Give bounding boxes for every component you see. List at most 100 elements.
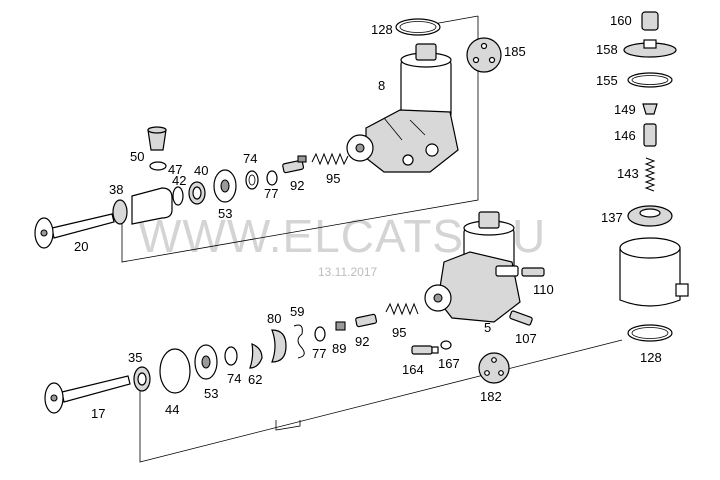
spring-95-lower [385,302,419,316]
seal-155-inner [631,75,669,85]
lower-frame-bracket [275,420,301,431]
bearing-35-inner [137,372,147,386]
seal-ring-128-lower-inner [631,327,669,339]
power-steering-pump-8 [346,43,459,173]
upper-assembly [34,15,502,263]
shaft-17-hub [50,394,58,402]
label-35: 35 [128,350,142,365]
label-38: 38 [109,182,123,197]
cap-182-hole [498,370,504,376]
drive-shaft-20 [34,213,115,249]
filter-137-center [639,208,661,218]
bearing-38 [112,199,128,225]
label-77-bottom: 77 [312,346,326,361]
ring-74 [245,170,259,190]
label-167: 167 [438,356,460,371]
rotor-53-lower-hub [201,355,211,369]
label-95-top: 95 [326,171,340,186]
pump-detail [383,117,403,141]
nut-160 [641,11,659,31]
label-185: 185 [504,44,526,59]
label-17: 17 [91,406,105,421]
label-53-top: 53 [218,206,232,221]
valve-92-tip [297,155,307,163]
label-110: 110 [533,282,554,297]
washer-47 [149,161,167,171]
rotor-53-hub [220,179,230,193]
reservoir-body [400,59,452,119]
housing-38 [131,187,173,225]
label-50: 50 [130,149,144,164]
valve-92-body [282,159,305,174]
label-182: 182 [480,389,502,404]
ring-42 [172,186,184,206]
spring-143 [644,157,656,192]
label-80: 80 [267,311,281,326]
label-42: 42 [172,173,186,188]
bolt-164 [411,345,433,355]
label-158: 158 [596,42,618,57]
reservoir-exploded [619,11,689,342]
ring-77-lower [314,326,326,342]
cap-185-hole [488,56,496,64]
label-92-top: 92 [290,178,304,193]
label-137: 137 [601,210,623,225]
bearing-40-inner [192,186,202,200]
label-149: 149 [614,102,636,117]
cap-182-hole [491,357,497,363]
cap-185-hole [480,42,488,50]
part-labels: 128 185 8 50 47 42 40 74 38 53 77 92 95 … [74,13,662,421]
drive-shaft-17 [44,375,131,414]
pump-flange-hub [355,143,365,153]
pump-5-housing [437,251,521,323]
ring-74-inner [248,174,256,186]
label-8: 8 [378,78,385,93]
upper-frame-line [121,16,479,263]
pump-5-hub [433,293,443,303]
label-128-top: 128 [371,22,393,37]
pump-5-outlet [495,265,519,277]
pump-detail [409,119,426,136]
date-stamp: 13.11.2017 [318,265,377,279]
cam-ring-80 [271,329,287,363]
canister-body [619,247,681,307]
label-89: 89 [332,341,346,356]
label-95-bottom: 95 [392,325,406,340]
label-74-bottom: 74 [227,371,241,386]
fitting-107 [509,310,533,326]
label-5: 5 [484,320,491,335]
canister-outlet [675,283,689,297]
pump-port [425,143,439,157]
seal-ring-44 [159,348,191,394]
ring-74-lower [224,346,238,366]
lower-assembly [44,211,623,463]
nut-149 [642,103,658,115]
pump-port [402,154,414,166]
shaft-20-body [51,213,115,239]
pump-housing [365,109,459,173]
label-53-bottom: 53 [204,386,218,401]
label-107: 107 [515,331,537,346]
spring-95 [311,152,349,166]
washer-167 [440,340,452,350]
label-164: 164 [402,362,424,377]
label-143: 143 [617,166,639,181]
seal-ring-128-inner [399,21,437,33]
part-62 [249,343,263,369]
label-59: 59 [290,304,304,319]
filter-146 [643,123,657,147]
cap-185-hole [472,56,480,64]
lower-frame-line [139,339,623,463]
clip-59 [293,324,305,359]
label-62: 62 [248,372,262,387]
label-44: 44 [165,402,179,417]
ring-77 [266,170,278,186]
valve-92 [282,155,307,174]
label-92-bottom: 92 [355,334,369,349]
cap-182-hole [484,370,490,376]
part-89 [335,321,346,331]
label-77-top: 77 [264,186,278,201]
valve-92-lower [355,313,378,328]
label-47: 47 [168,162,182,177]
label-146: 146 [614,128,636,143]
